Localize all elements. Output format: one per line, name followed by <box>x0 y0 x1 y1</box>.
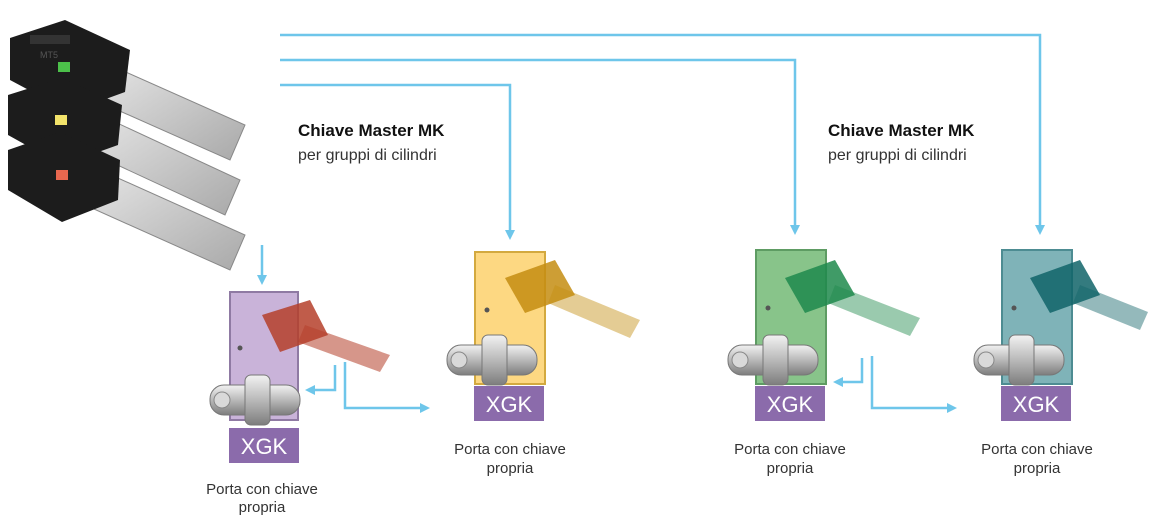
master-label-2-title: Chiave Master MK <box>828 121 975 140</box>
yellow-indicator <box>55 115 67 125</box>
door-4-caption-line1: Porta con chiave <box>981 441 1093 458</box>
arrows <box>257 33 1045 413</box>
master-label-2-subtitle: per gruppi di cilindri <box>828 147 967 164</box>
door-3-badge-label: XGK <box>767 392 814 417</box>
door-1-key <box>262 300 390 372</box>
door-4-badge-label: XGK <box>1013 392 1060 417</box>
door-4-key <box>1030 260 1148 330</box>
door-4-badge <box>1001 386 1071 421</box>
door-unit-2: XGK Porta con chiave propria <box>446 251 640 477</box>
door-2-badge <box>474 386 544 421</box>
door-3-badge <box>755 386 825 421</box>
green-indicator <box>58 62 70 72</box>
arrow-own-key-1 <box>305 365 337 395</box>
door-2-cylinder <box>446 334 538 386</box>
door-4-cylinder <box>973 334 1065 386</box>
door-2-key <box>505 260 640 338</box>
door-2-caption-line1: Porta con chiave <box>454 441 566 458</box>
door-1-caption-line2: propria <box>239 499 286 515</box>
master-key-red <box>8 132 246 271</box>
arrow-own-key-4 <box>870 356 957 413</box>
arrow-own-key-2 <box>343 362 430 413</box>
door-1-cylinder <box>209 374 301 426</box>
door-3-key <box>785 260 920 336</box>
door-unit-1: XGK Porta con chiave propria <box>206 291 390 515</box>
arrow-to-door-3 <box>280 58 800 235</box>
arrow-to-door-2 <box>280 83 515 240</box>
door-2-caption-line2: propria <box>487 460 534 477</box>
master-keys-illustration: MT5 <box>8 20 246 271</box>
door-4-caption-line2: propria <box>1014 460 1061 477</box>
door-2-badge-label: XGK <box>486 392 533 417</box>
master-label-1-title: Chiave Master MK <box>298 121 445 140</box>
arrow-to-door-4 <box>280 33 1045 235</box>
door-unit-4: XGK Porta con chiave propria <box>973 249 1148 477</box>
door-1-caption-line1: Porta con chiave <box>206 481 318 498</box>
door-unit-3: XGK Porta con chiave propria <box>727 249 920 477</box>
master-key-brand: MT5 <box>40 50 58 60</box>
red-indicator <box>56 170 68 180</box>
door-3-cylinder <box>727 334 819 386</box>
master-label-1-subtitle: per gruppi di cilindri <box>298 147 437 164</box>
door-3-caption-line2: propria <box>767 460 814 477</box>
door-1-badge <box>229 428 299 463</box>
door-1-badge-label: XGK <box>241 434 288 459</box>
arrow-own-key-3 <box>833 358 864 387</box>
door-3-caption-line1: Porta con chiave <box>734 441 846 458</box>
